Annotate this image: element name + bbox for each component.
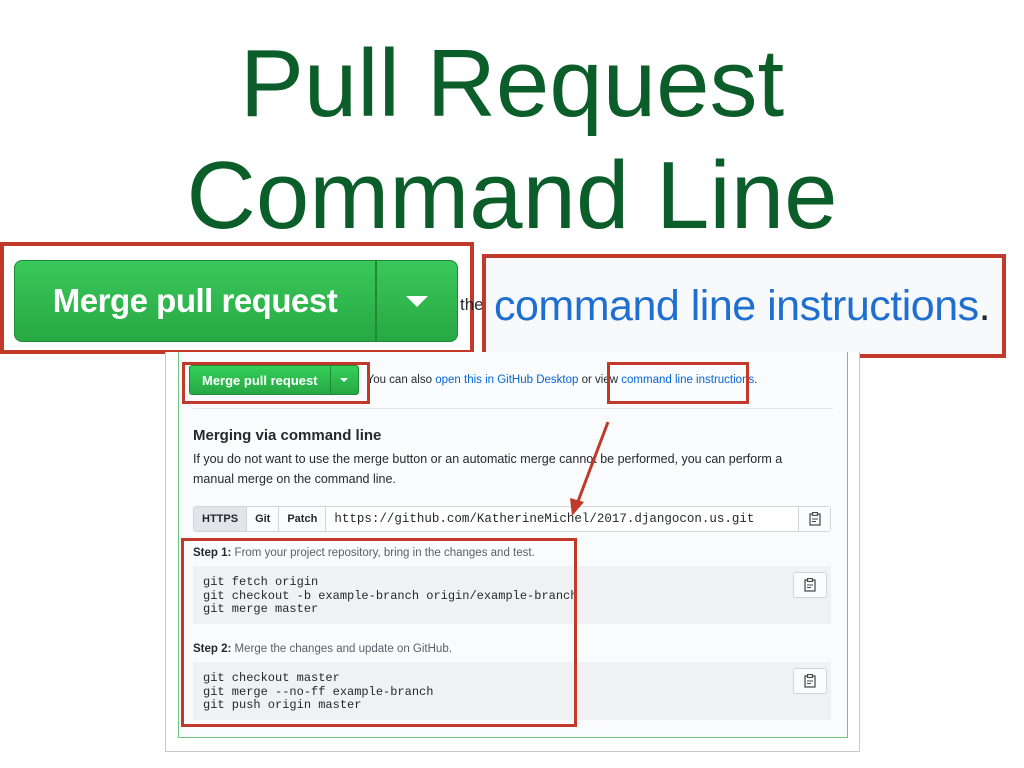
merge-panel: Merge pull request You can also open thi… xyxy=(165,352,860,752)
zoom-merge-callout: Merge pull request xyxy=(0,242,474,354)
slide-title: Pull Request Command Line xyxy=(0,28,1024,252)
hint-suffix: . xyxy=(754,374,758,386)
code-line: git checkout master xyxy=(203,671,340,685)
merge-pull-request-button[interactable]: Merge pull request xyxy=(189,365,359,395)
merge-row: Merge pull request You can also open thi… xyxy=(189,364,757,396)
clone-url-input[interactable]: https://github.com/KatherineMichel/2017.… xyxy=(334,512,755,526)
open-desktop-link[interactable]: open this in GitHub Desktop xyxy=(435,374,579,386)
highlight-steps xyxy=(181,538,577,727)
clone-url-bar: HTTPS Git Patch https://github.com/Kathe… xyxy=(193,506,831,532)
protocol-git[interactable]: Git xyxy=(247,507,280,531)
step1-label: Step 1: From your project repository, br… xyxy=(193,547,535,559)
slide-title-line1: Pull Request xyxy=(239,30,785,137)
zoomed-merge-button[interactable]: Merge pull request xyxy=(14,260,458,342)
code-line: git merge --no-ff example-branch xyxy=(203,684,434,699)
caret-down-icon[interactable] xyxy=(329,366,358,394)
zoom-cli-callout: command line instructions. xyxy=(482,254,1006,358)
clipboard-icon xyxy=(804,674,816,688)
copy-url-button[interactable] xyxy=(798,507,830,531)
step2-label: Step 2: Merge the changes and update on … xyxy=(193,643,452,655)
copy-step2-button[interactable] xyxy=(793,668,827,694)
step2-code-block: git checkout master git merge --no-ff ex… xyxy=(193,662,831,720)
command-line-description: If you do not want to use the merge butt… xyxy=(193,452,783,486)
zoomed-cli-link[interactable]: command line instructions xyxy=(494,281,979,330)
highlight-merge-button xyxy=(182,362,370,404)
merge-hint: You can also open this in GitHub Desktop… xyxy=(367,374,758,386)
slide-title-line2: Command Line xyxy=(186,142,838,249)
protocol-https[interactable]: HTTPS xyxy=(194,507,248,531)
step1-number: Step 1: xyxy=(193,547,232,559)
highlight-cli-link xyxy=(607,362,749,404)
zoomed-cli-period: . xyxy=(978,281,991,330)
clipboard-icon xyxy=(804,578,816,592)
zoomed-partial-text: the xyxy=(460,295,484,314)
annotation-arrow xyxy=(570,421,610,516)
zoomed-merge-label: Merge pull request xyxy=(52,282,338,319)
copy-step1-button[interactable] xyxy=(793,572,827,598)
step2-text: Merge the changes and update on GitHub. xyxy=(234,643,452,655)
command-line-instructions-link[interactable]: command line instructions xyxy=(621,374,755,386)
protocol-patch[interactable]: Patch xyxy=(279,507,327,531)
merge-panel-inner: Merge pull request You can also open thi… xyxy=(178,352,848,738)
step2-number: Step 2: xyxy=(193,643,232,655)
code-line: git merge master xyxy=(203,602,319,616)
code-line: git push origin master xyxy=(203,698,362,712)
hint-prefix: You can also xyxy=(366,374,433,386)
code-line: git checkout -b example-branch origin/ex… xyxy=(203,588,578,603)
caret-down-icon[interactable] xyxy=(375,261,457,341)
merge-button-label: Merge pull request xyxy=(202,372,318,388)
step1-text: From your project repository, bring in t… xyxy=(234,547,535,559)
code-line: git fetch origin xyxy=(203,575,319,589)
command-line-title: Merging via command line xyxy=(193,427,382,444)
clipboard-icon xyxy=(808,512,821,526)
step1-code-block: git fetch origin git checkout -b example… xyxy=(193,566,831,624)
divider xyxy=(193,408,833,409)
